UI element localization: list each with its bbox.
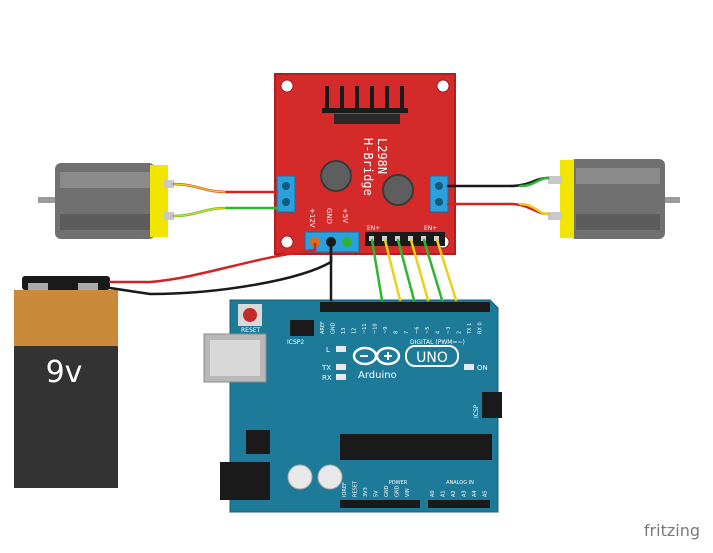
analog-pin-label-3: A3 (462, 490, 468, 497)
digital-pin-label-4: ~11 (362, 323, 368, 334)
led-l (336, 346, 346, 352)
pin-5v-label: +5V (341, 208, 349, 223)
reset-label: RESET (241, 327, 261, 334)
wire-right-motor-b (446, 202, 550, 216)
analog-pin-label-5: A5 (483, 490, 489, 497)
wires (108, 176, 550, 302)
driver-model-label: L298N (375, 138, 389, 174)
power-pin-label-1: RESET (353, 480, 359, 497)
microcontroller-chip (340, 434, 492, 460)
battery-9v: 9v (14, 276, 118, 488)
power-pin-label-5: GND (395, 485, 401, 497)
arduino-logo (352, 346, 401, 366)
digital-pin-label-10: ~5 (425, 327, 431, 334)
analog-pin-label-0: A0 (430, 490, 436, 497)
model-label: UNO (416, 350, 448, 366)
digital-pin-label-7: 8 (394, 331, 400, 334)
digital-pin-label-0: AREF (320, 321, 326, 334)
power-pin-label-4: GND (384, 485, 390, 497)
wire-in3 (409, 238, 430, 302)
digital-pin-label-3: 12 (352, 328, 358, 334)
digital-pin-label-14: TX 1 (467, 323, 473, 335)
analog-pin-label-2: A2 (451, 490, 457, 497)
power-pin-label-3: 5V (374, 490, 380, 497)
wire-enb (435, 238, 458, 302)
wire-in4 (422, 238, 444, 302)
analog-pin-labels: A0 A1 A2 A3 A4 A5 (430, 490, 489, 497)
wire-left-motor-a-core (173, 183, 226, 193)
digital-pin-label-13: 2 (457, 331, 463, 334)
driver-type-label: H-Bridge (361, 138, 375, 196)
led-on-label: ON (477, 364, 488, 372)
wire-battery-positive (108, 242, 317, 284)
l298n-driver: L298N H-Bridge +12V GND +5V EN+ EN+ (274, 73, 456, 255)
icsp-label: ICSP (473, 404, 480, 418)
digital-pin-labels: AREF GND 13 12 ~11 ~10 ~9 8 7 ~6 ~5 4 ~3 2 TX 1 RX 0 (320, 321, 484, 335)
power-pin-label-0: IOREF (342, 482, 348, 497)
wire-battery-negative (108, 242, 333, 296)
analog-label: ANALOG IN (446, 480, 474, 486)
digital-pin-label-15: RX 0 (478, 322, 484, 334)
fritzing-watermark: fritzing (644, 521, 700, 540)
digital-label: DIGITAL (PWM=~) (410, 339, 465, 346)
wire-in1 (383, 238, 402, 302)
battery-label: 9v (46, 355, 83, 390)
digital-header (320, 302, 490, 312)
left-motor (38, 163, 174, 239)
wire-left-motor-b-core (173, 207, 226, 217)
digital-pin-label-8: 7 (404, 331, 410, 334)
pin-12v-label: +12V (308, 208, 316, 228)
power-label: POWER (389, 480, 408, 486)
led-rx (336, 374, 346, 380)
wire-ena (370, 238, 384, 302)
pin-ena-label: EN+ (367, 225, 380, 232)
pin-enb-label: EN+ (424, 225, 437, 232)
led-tx (336, 364, 346, 370)
digital-pin-label-5: ~10 (373, 323, 379, 334)
brand-label: Arduino (358, 370, 397, 381)
digital-pin-label-1: GND (331, 322, 337, 334)
wire-right-motor-a-end (518, 176, 550, 188)
power-pin-label-2: 3V3 (363, 487, 369, 497)
wire-right-motor-b-end (518, 202, 550, 216)
digital-pin-label-9: ~6 (415, 327, 421, 334)
led-l-label: L (326, 346, 330, 354)
icsp2-label: ICSP2 (287, 339, 304, 346)
digital-pin-label-6: ~9 (383, 327, 389, 334)
power-pin-labels: IOREF RESET 3V3 5V GND GND VIN (342, 480, 411, 497)
analog-pin-label-4: A4 (472, 490, 478, 497)
led-on (464, 364, 474, 370)
led-rx-label: RX (322, 374, 332, 382)
right-motor (548, 159, 680, 239)
digital-pin-label-2: 13 (341, 328, 347, 334)
digital-pin-label-11: 4 (436, 331, 442, 334)
digital-pin-label-12: ~3 (446, 327, 452, 334)
analog-pin-label-1: A1 (441, 490, 447, 497)
wire-in2 (396, 238, 416, 302)
pin-gnd-label: GND (325, 208, 333, 224)
led-tx-label: TX (321, 364, 331, 372)
power-pin-label-6: VIN (405, 488, 411, 497)
analog-header (428, 500, 490, 508)
heatsink (322, 86, 408, 124)
power-header (340, 500, 420, 508)
